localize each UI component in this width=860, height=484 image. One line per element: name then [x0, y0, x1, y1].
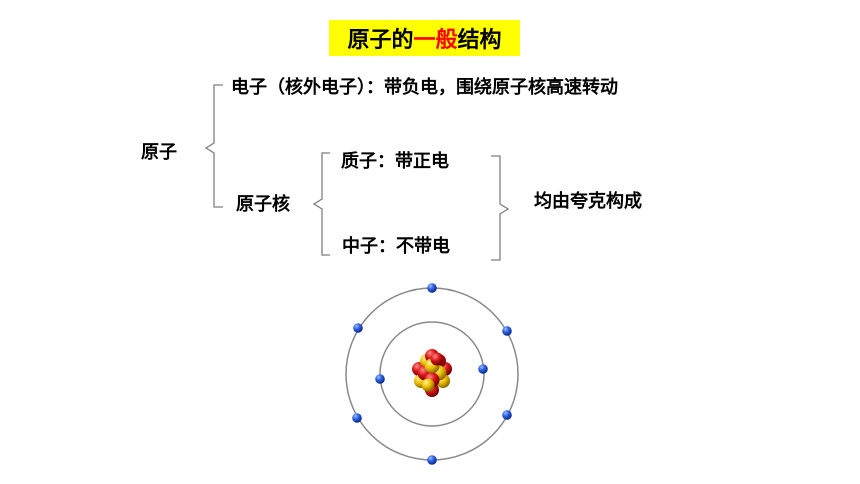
atom-brace: [204, 84, 223, 208]
electron-description: 电子（核外电子）：带负电，围绕原子核高速转动: [231, 77, 618, 98]
neutron-description: 中子：不带电: [342, 236, 450, 257]
quark-brace: [491, 155, 510, 261]
nucleus-brace: [312, 152, 330, 256]
electron-sphere: [427, 455, 437, 465]
electron-sphere: [375, 374, 385, 384]
nucleus-label: 原子核: [236, 194, 290, 215]
electrons: [352, 283, 512, 465]
electron-sphere: [353, 323, 363, 333]
quark-description: 均由夸克构成: [534, 191, 642, 212]
title-accent: 一般: [413, 28, 458, 53]
atom-label: 原子: [141, 142, 177, 163]
nucleon-sphere: [421, 378, 435, 392]
nucleus: [412, 349, 452, 397]
title-part-2: 结构: [457, 28, 502, 53]
electron-sphere: [427, 283, 437, 293]
electron-sphere: [502, 410, 512, 420]
proton-description: 质子：带正电: [341, 151, 449, 172]
electron-sphere: [352, 413, 362, 423]
electron-sphere: [478, 364, 488, 374]
title-part-1: 原子的: [347, 28, 414, 53]
inner-orbit: [379, 321, 485, 427]
nucleon-sphere: [430, 352, 444, 366]
page-title: 原子的一般结构: [329, 20, 520, 56]
title-highlight: [329, 20, 520, 56]
electron-sphere: [502, 326, 512, 336]
